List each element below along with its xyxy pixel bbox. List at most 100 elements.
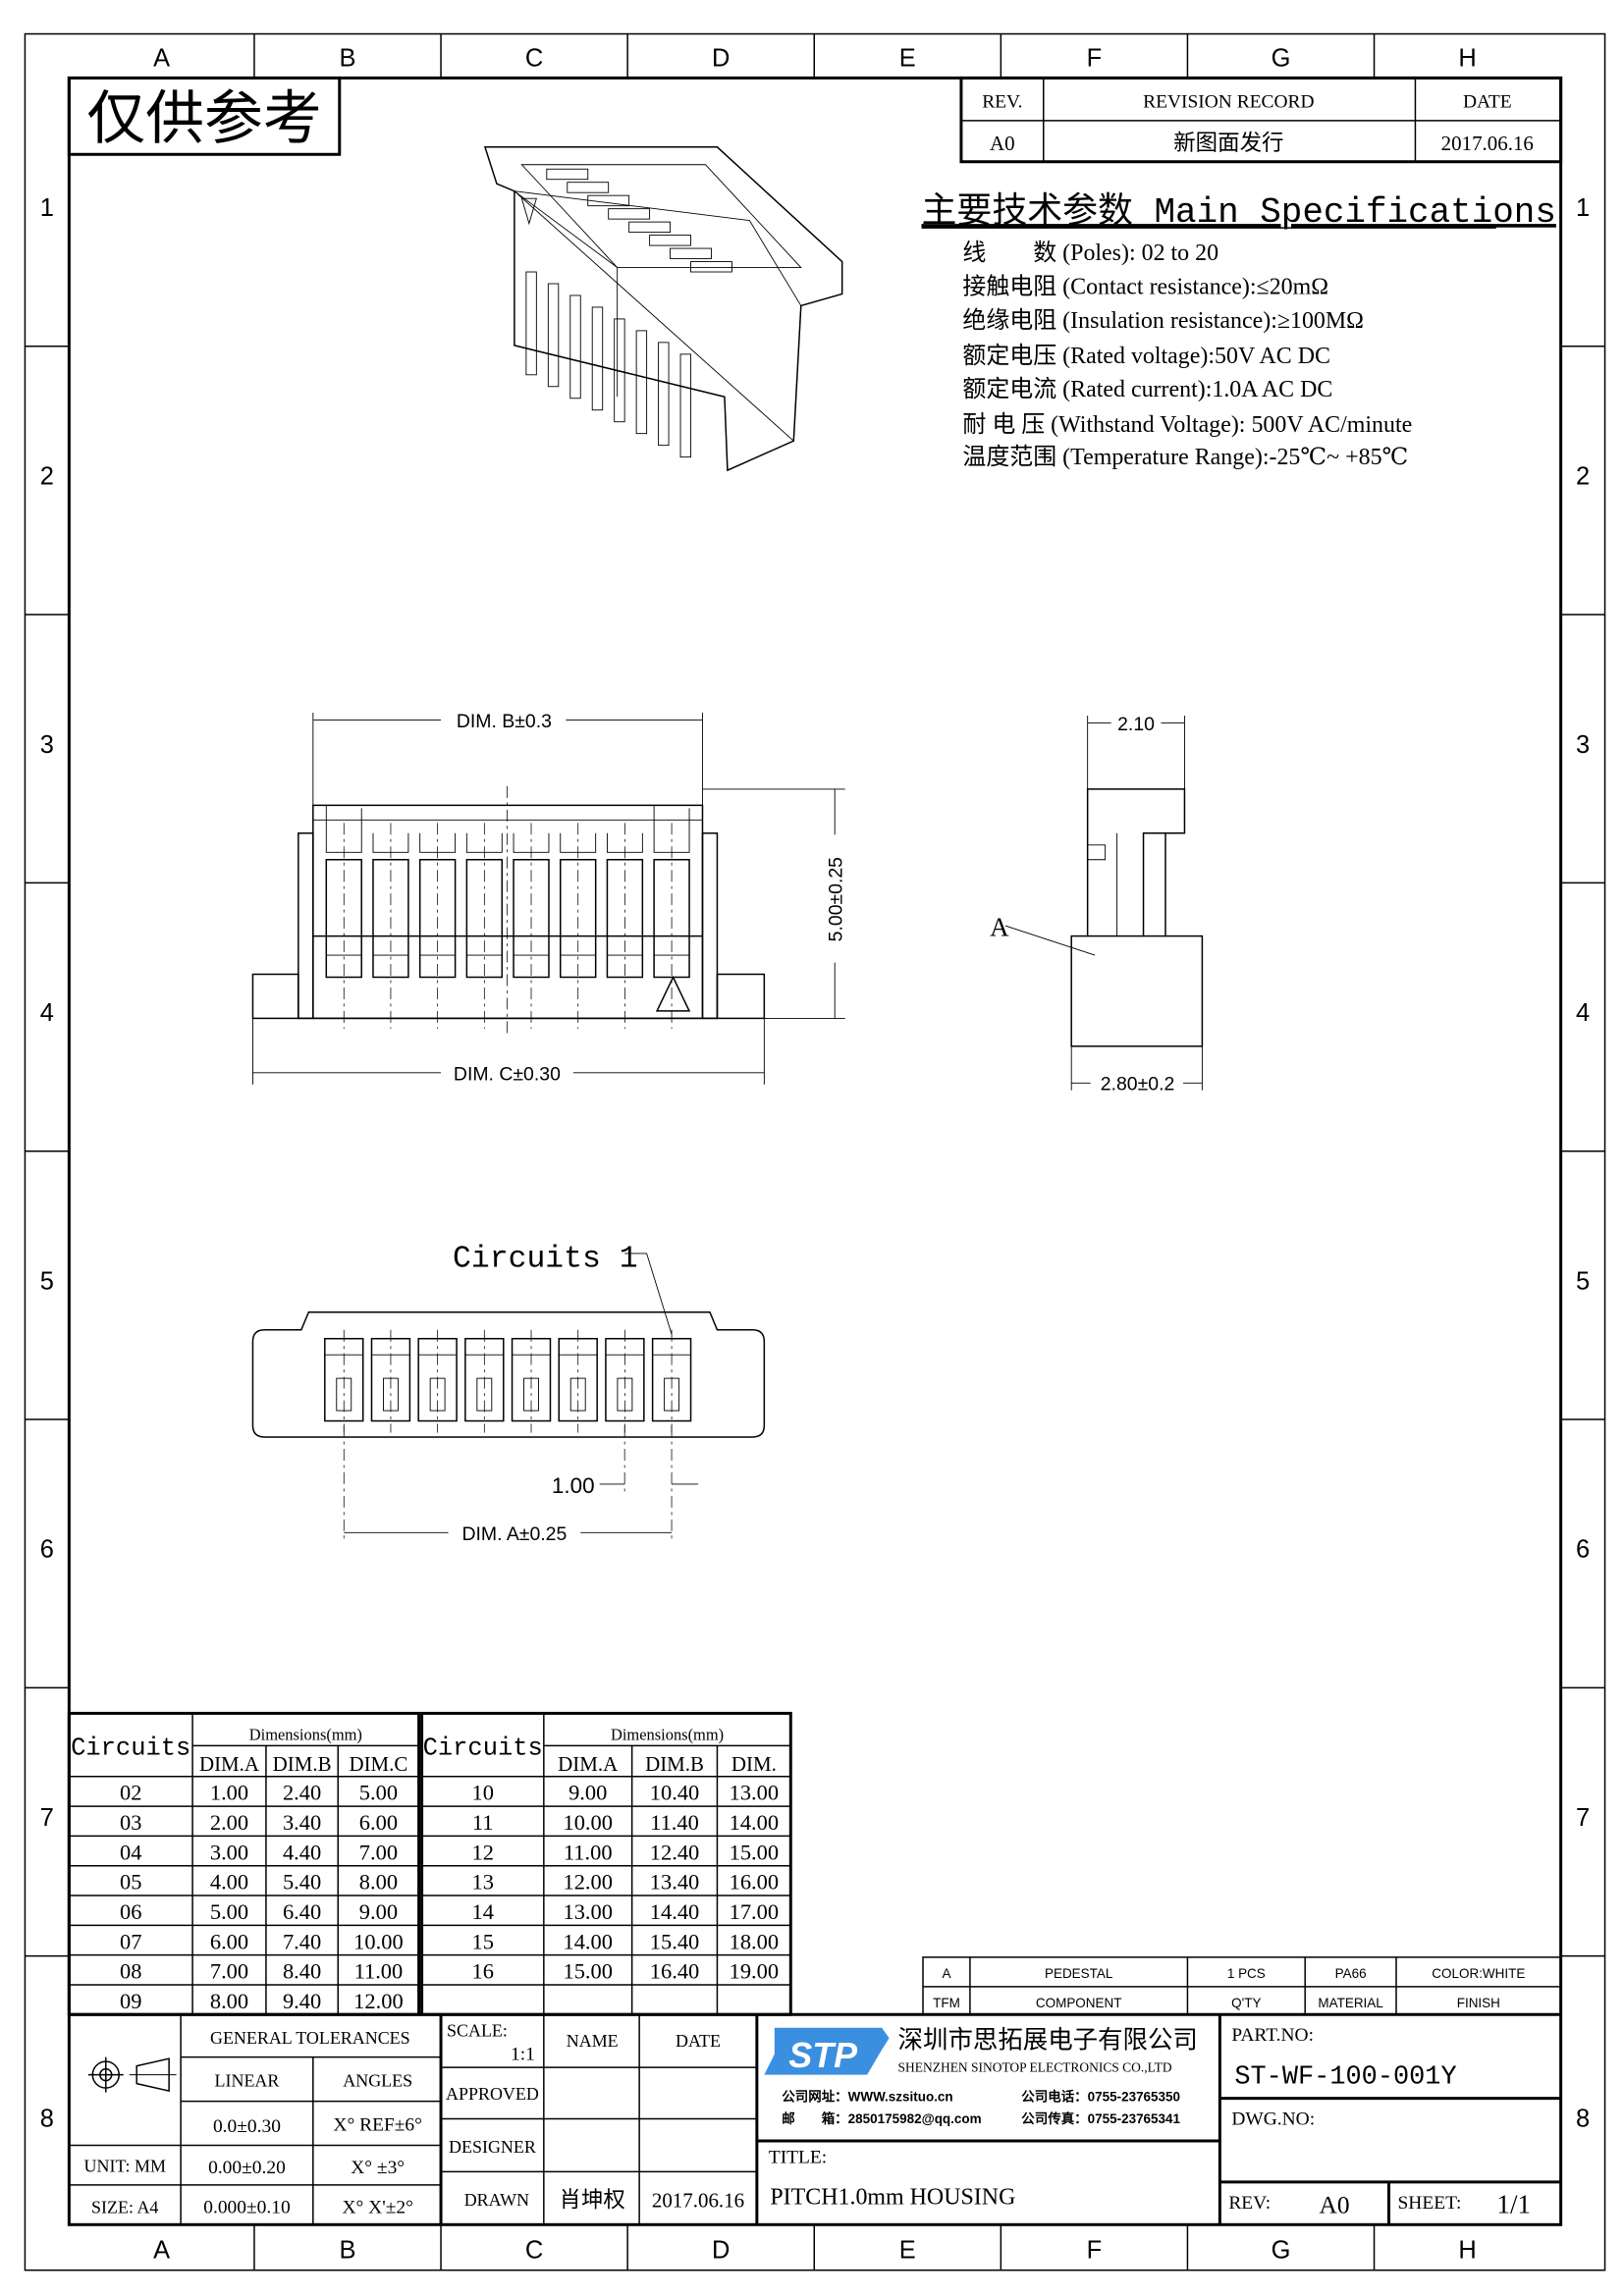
company-fax: 公司传真：0755-23765341: [1021, 2110, 1180, 2126]
column-marker-top: F: [1087, 44, 1103, 72]
spec-line: 温度范围 (Temperature Range):-25℃~ +85℃: [962, 444, 1408, 470]
dimensions-header: Dimensions(mm): [611, 1725, 724, 1743]
table-cell: 10.00: [353, 1929, 403, 1953]
bom-header: COMPONENT: [1036, 1996, 1122, 2010]
table-cell: 05: [120, 1870, 141, 1895]
table-cell: 13.40: [650, 1870, 699, 1895]
side-callout-a: A: [990, 913, 1009, 942]
part-number: ST-WF-100-001Y: [1234, 2063, 1456, 2093]
row-marker-left: 4: [40, 999, 54, 1027]
dim-col-header: DIM.B: [645, 1752, 704, 1776]
row-marker-right: 7: [1576, 1804, 1590, 1832]
table-cell: 16.40: [650, 1959, 699, 1984]
dim-b: DIM. B±0.3: [312, 711, 703, 806]
spec-line: 额定电流 (Rated current):1.0A AC DC: [962, 376, 1332, 402]
row-marker-right: 4: [1576, 999, 1590, 1027]
iso-cavity: [567, 182, 610, 193]
table-cell: 5.40: [283, 1870, 321, 1895]
table-cell: 8.00: [359, 1870, 398, 1895]
company-phone: 公司电话：0755-23765350: [1021, 2089, 1180, 2105]
dwg-no-label: DWG.NO:: [1231, 2109, 1315, 2130]
table-cell: 14: [471, 1899, 493, 1924]
front-slot: [513, 858, 550, 979]
rev-value-block: A0: [1320, 2190, 1350, 2218]
column-marker-top: D: [712, 44, 730, 72]
unit-label: UNIT: MM: [84, 2156, 166, 2175]
iso-cavity: [546, 168, 589, 181]
row-marker-left: 8: [40, 2105, 54, 2132]
table-cell: 7.00: [359, 1840, 398, 1864]
revision-description: 新图面发行: [1173, 131, 1283, 155]
table-cell: 6.40: [283, 1899, 321, 1924]
table-cell: 6.00: [359, 1810, 398, 1835]
title-label: TITLE:: [769, 2147, 827, 2167]
linear-tol-2: 0.00±0.20: [208, 2158, 286, 2178]
table-cell: 18.00: [730, 1929, 779, 1953]
table-cell: 15.00: [563, 1959, 612, 1984]
isometric-view: [483, 146, 843, 472]
table-cell: 9.00: [359, 1899, 398, 1924]
table-cell: 11: [472, 1810, 494, 1835]
column-marker-bottom: C: [525, 2237, 543, 2265]
dim-a-label: DIM. A±0.25: [461, 1523, 567, 1545]
sheet-value: 1/1: [1497, 2189, 1531, 2218]
column-marker-bottom: B: [340, 2237, 356, 2265]
table-cell: 2.40: [283, 1781, 321, 1805]
specs-title: 主要技术参数 Main Specifications: [922, 190, 1556, 233]
part-no-label: PART.NO:: [1231, 2025, 1314, 2046]
bom-header: TFM: [933, 1996, 960, 2010]
row-marker-left: 7: [40, 1804, 54, 1832]
row-marker-right: 2: [1576, 462, 1590, 490]
title-block: GENERAL TOLERANCES LINEAR ANGLES 0.0±0.3…: [69, 2012, 1561, 2225]
table-cell: 9.00: [568, 1781, 607, 1805]
table-cell: 06: [120, 1899, 141, 1924]
general-tolerances-label: GENERAL TOLERANCES: [210, 2028, 410, 2048]
front-slot: [606, 858, 644, 979]
bom-header: FINISH: [1457, 1996, 1500, 2010]
column-marker-top: E: [899, 44, 916, 72]
table-cell: 13.00: [563, 1899, 612, 1924]
row-marker-right: 1: [1576, 194, 1590, 222]
dim-col-header: DIM.C: [349, 1752, 407, 1776]
company-website: 公司网址：WWW.szsituo.cn: [782, 2089, 952, 2105]
table-cell: 02: [120, 1781, 141, 1805]
isometric-slots: [525, 168, 732, 458]
table-cell: 04: [120, 1840, 141, 1864]
linear-label: LINEAR: [215, 2071, 280, 2091]
table-cell: 9.40: [283, 1989, 321, 2013]
column-marker-top: A: [153, 44, 170, 72]
row-marker-left: 3: [40, 731, 54, 759]
table-cell: 7.00: [210, 1959, 248, 1984]
rev-date: 2017.06.16: [1441, 132, 1534, 155]
bom-cell: 1 PCS: [1227, 1966, 1266, 1981]
row-marker-left: 2: [40, 462, 54, 490]
iso-terminal: [658, 342, 670, 447]
sheet-label: SHEET:: [1397, 2193, 1461, 2214]
iso-cavity: [690, 261, 732, 273]
circuits-header: Circuits: [423, 1734, 543, 1762]
table-cell: 7.40: [283, 1929, 321, 1953]
table-cell: 14.00: [730, 1810, 779, 1835]
dim-col-header: DIM.A: [199, 1752, 259, 1776]
table-cell: 10.40: [650, 1781, 699, 1805]
front-slot: [465, 858, 504, 979]
table-cell: 14.00: [563, 1929, 612, 1953]
front-slot: [325, 858, 362, 979]
iso-cavity: [628, 221, 672, 234]
iso-terminal: [635, 330, 648, 435]
dim-c-label: DIM. C±0.30: [454, 1063, 561, 1085]
spec-line: 接触电阻 (Contact resistance):≤20mΩ: [962, 273, 1328, 299]
table-cell: 4.40: [283, 1840, 321, 1864]
table-cell: 12.00: [563, 1870, 612, 1895]
front-slot: [372, 858, 409, 979]
side-view: 2.10 2.80±0.2 A: [990, 714, 1204, 1095]
table-cell: 3.00: [210, 1840, 248, 1864]
rev-header: REV.: [982, 91, 1022, 112]
table-cell: 12.40: [650, 1840, 699, 1864]
table-cell: 07: [120, 1929, 141, 1953]
table-cell: 17.00: [730, 1899, 779, 1924]
dim-col-header: DIM.: [731, 1752, 777, 1776]
column-marker-top: H: [1458, 44, 1476, 72]
angle-tol-1: X° REF±6°: [333, 2115, 421, 2136]
